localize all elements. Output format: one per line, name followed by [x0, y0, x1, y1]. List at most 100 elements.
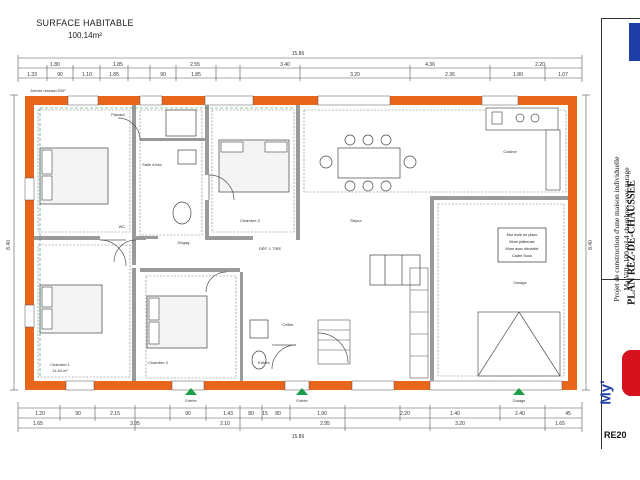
- side-note: Arrivée réseaux EDF: [30, 89, 66, 93]
- svg-text:2.55: 2.55: [190, 62, 200, 68]
- svg-text:90: 90: [185, 411, 191, 417]
- brand-logo: My': [598, 350, 640, 420]
- side-dimension-lines: [10, 94, 590, 391]
- svg-text:1.90: 1.90: [317, 411, 327, 417]
- svg-text:2.20: 2.20: [400, 411, 410, 417]
- label-stair: DÉP. 1 TIRE: [259, 246, 282, 251]
- dim-top-row2: 1.33 90 1.10 1.85 90 1.85 3.20 2.36 1.80…: [27, 72, 568, 78]
- svg-text:1.65: 1.65: [33, 421, 43, 427]
- network-lines: [39, 107, 295, 378]
- surface-value: 100.14m²: [68, 31, 102, 40]
- plan-reference: RE20: [604, 430, 627, 440]
- label-chambre3: Chambre 3: [148, 360, 169, 365]
- dim-top-row1: 1.80 1.85 2.55 3.40 4.36 2.20: [50, 62, 545, 68]
- surface-title: SURFACE HABITABLE: [36, 18, 134, 28]
- svg-text:1.80: 1.80: [50, 62, 60, 68]
- exterior-walls: [25, 96, 577, 390]
- room-labels: Placard Chambre 1 11.64 m² Salle d'eau W…: [50, 112, 527, 373]
- label-placard: Placard: [111, 112, 125, 117]
- brand-red-shape: [622, 350, 640, 396]
- garage-door: [477, 311, 561, 377]
- bathroom-fixtures: [165, 109, 269, 370]
- svg-text:1.20: 1.20: [35, 411, 45, 417]
- svg-text:2.20: 2.20: [535, 62, 545, 68]
- svg-text:1.80: 1.80: [513, 72, 523, 78]
- svg-text:Mur isolé en placo: Mur isolé en placo: [507, 233, 538, 237]
- svg-text:90: 90: [160, 72, 166, 78]
- svg-text:Mure avec dénivelé: Mure avec dénivelé: [506, 247, 539, 251]
- interior-walls: [34, 105, 568, 381]
- svg-text:90: 90: [75, 411, 81, 417]
- door-swings: [99, 117, 349, 370]
- svg-text:80: 80: [248, 411, 254, 417]
- svg-text:1.10: 1.10: [82, 72, 92, 78]
- dining-table: [319, 134, 417, 192]
- svg-text:Entrée: Entrée: [296, 399, 307, 403]
- svg-text:3.40: 3.40: [280, 62, 290, 68]
- svg-text:3.05: 3.05: [130, 421, 140, 427]
- side-windows: [24, 177, 35, 328]
- svg-text:2.40: 2.40: [515, 411, 525, 417]
- beds: [39, 139, 290, 349]
- top-windows: [67, 95, 519, 106]
- label-cuisine: Cuisine: [503, 149, 517, 154]
- svg-text:2.95: 2.95: [320, 421, 330, 427]
- svg-text:80: 80: [275, 411, 281, 417]
- svg-text:1.33: 1.33: [27, 72, 37, 78]
- dim-bottom-row2: 1.65 3.05 2.10 2.95 3.20 1.65: [33, 421, 565, 427]
- svg-text:3.20: 3.20: [350, 72, 360, 78]
- svg-text:3.20: 3.20: [455, 421, 465, 427]
- room-outlines: [37, 109, 567, 379]
- svg-text:1.40: 1.40: [450, 411, 460, 417]
- svg-text:2.10: 2.10: [220, 421, 230, 427]
- brand-blue-strip: [629, 23, 640, 61]
- dim-bottom-row1: 1.20 90 2.15 90 1.43 80 15 80 1.90 2.20 …: [35, 411, 571, 417]
- label-cellier: Cellier: [282, 322, 294, 327]
- svg-text:15: 15: [262, 411, 268, 417]
- dim-bottom-total: 15.86: [292, 434, 305, 440]
- svg-text:4.36: 4.36: [425, 62, 435, 68]
- svg-text:1.43: 1.43: [223, 411, 233, 417]
- svg-text:1.85: 1.85: [109, 72, 119, 78]
- bed-pillows: [41, 141, 288, 345]
- svg-text:Entrée: Entrée: [185, 399, 196, 403]
- label-chambre2: Chambre 2: [240, 218, 261, 223]
- garage-note-lines: Mur isolé en placo Mure plâtreuse Mure a…: [506, 233, 539, 258]
- label-wc: WC: [119, 224, 126, 229]
- title-block: SURFACE HABITABLE 100.14m²: [30, 18, 140, 40]
- svg-text:Garage: Garage: [513, 399, 526, 403]
- svg-text:1.07: 1.07: [558, 72, 568, 78]
- stair-block: [317, 267, 429, 379]
- svg-text:Cadre Sous: Cadre Sous: [512, 254, 532, 258]
- bottom-windows: [65, 380, 563, 391]
- garage-note-box: [497, 227, 547, 263]
- dim-left-height: 8.40: [6, 240, 12, 250]
- entrance-labels: Entrée Entrée Garage: [185, 399, 525, 403]
- bottom-dimension-lines: [17, 402, 583, 432]
- svg-text:2.15: 2.15: [110, 411, 120, 417]
- label-chambre1: Chambre 1: [50, 362, 71, 367]
- bottom-ticks: [59, 405, 546, 431]
- label-garage: Garage: [513, 280, 527, 285]
- svg-text:1.85: 1.85: [191, 72, 201, 78]
- svg-text:90: 90: [57, 72, 63, 78]
- svg-text:1.65: 1.65: [555, 421, 565, 427]
- svg-text:45: 45: [565, 411, 571, 417]
- svg-text:Mure plâtreuse: Mure plâtreuse: [509, 240, 534, 244]
- label-degag: Dégag.: [178, 240, 191, 245]
- brand-text: My': [597, 380, 615, 405]
- dim-top-total: 15.86: [292, 51, 305, 57]
- label-chambre1-area: 11.64 m²: [52, 368, 68, 373]
- top-row2-ticks: [46, 65, 546, 81]
- kitchen-counter: [485, 107, 561, 191]
- svg-text:2.36: 2.36: [445, 72, 455, 78]
- dim-right-height: 8.40: [588, 240, 594, 250]
- svg-text:1.85: 1.85: [113, 62, 123, 68]
- label-sde: Salle d'eau: [142, 162, 162, 167]
- label-sejour: Séjour: [350, 218, 362, 223]
- entrance-markers: [185, 388, 525, 395]
- floor-plan-drawing: 15.86 1.80 1.85 2.55 3.40 4.36 2.20 1.33…: [6, 51, 594, 440]
- label-entree: Entrée: [258, 360, 271, 365]
- living-furniture: [369, 254, 421, 286]
